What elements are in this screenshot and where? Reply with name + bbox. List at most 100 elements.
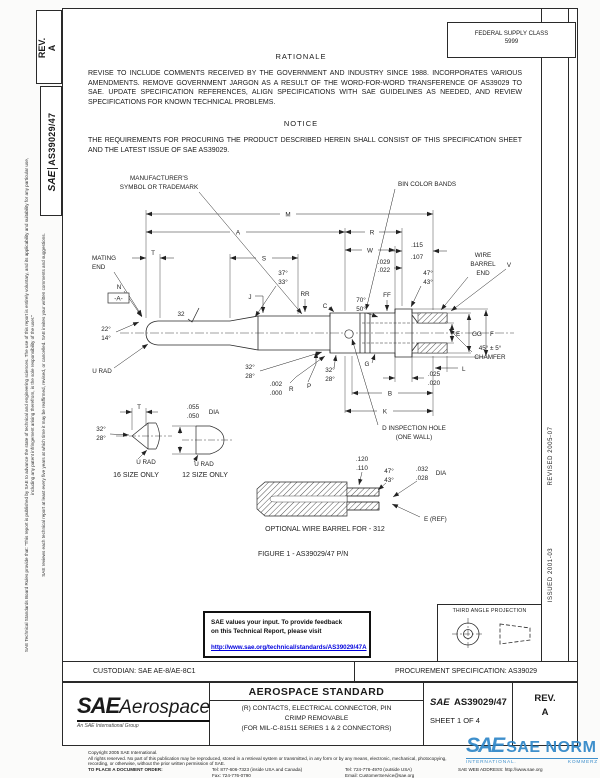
- dim-rad-r: R: [289, 386, 294, 393]
- rationale-title: RATIONALE: [62, 52, 540, 61]
- label-wire-2: BARREL: [470, 261, 496, 268]
- label-e-ref: E (REF): [424, 516, 447, 523]
- title-block-center-cell: AEROSPACE STANDARD (R) CONTACTS, ELECTRI…: [210, 682, 424, 746]
- ang-47-top: 47°: [423, 269, 433, 277]
- ang-28-16: 28°: [96, 434, 106, 442]
- title-block-logo-cell: SAEAerospace An SAE International Group: [62, 682, 210, 746]
- optional-wire-barrel: [257, 472, 420, 517]
- rev-tab-line1: REV.: [37, 11, 47, 85]
- aerospace-logo-text: Aerospace: [119, 697, 210, 718]
- rights-line2: recording, or otherwise, without the pri…: [88, 761, 225, 767]
- label-chamfer-2: CHAMFER: [474, 354, 506, 361]
- ang-37: 37°: [278, 269, 288, 277]
- right-band-line-inner: [541, 8, 542, 661]
- dim-rr: RR: [300, 291, 310, 298]
- label-mating-1: MATING: [92, 255, 116, 262]
- dim-a: A: [236, 230, 241, 237]
- label-bin-color-bands: BIN COLOR BANDS: [398, 181, 456, 188]
- notice-title: NOTICE: [62, 119, 540, 128]
- dim-029: .029: [378, 259, 391, 266]
- ang-28-taper: 28°: [245, 372, 255, 380]
- label-urad-16: U RAD: [136, 459, 156, 466]
- dim-b: B: [388, 391, 392, 398]
- dim-002: .002: [270, 381, 283, 388]
- ang-33: 33°: [278, 278, 288, 286]
- dim-w: W: [367, 248, 373, 255]
- feedback-box: SAE values your input. To provide feedba…: [203, 611, 371, 658]
- revised-date: REVISED 2005-07: [548, 396, 564, 516]
- dim-028: .028: [416, 475, 429, 482]
- dim-g: G: [365, 361, 370, 368]
- label-urad-main: U RAD: [92, 368, 112, 375]
- procurement-text: PROCUREMENT SPECIFICATION: AS39029: [395, 668, 537, 675]
- doc-title-line3: (FOR MIL-C-81511 SERIES 1 & 2 CONNECTORS…: [210, 725, 423, 732]
- dim-050: .050: [187, 413, 200, 420]
- feedback-url-link[interactable]: http://www.sae.org/technical/standards/A…: [211, 644, 367, 651]
- feedback-line1: SAE values your input. To provide feedba…: [211, 618, 365, 627]
- caption-16-size: 16 SIZE ONLY: [113, 472, 159, 479]
- web-address: SAE WEB ADDRESS: http://www.sae.org: [458, 767, 543, 773]
- sae-logo: SAE: [77, 693, 119, 718]
- detail-12-size: [172, 426, 234, 462]
- dim-c: C: [323, 303, 328, 310]
- dim-dia-opt: DIA: [436, 470, 447, 477]
- label-wire-3: END: [476, 270, 490, 277]
- dim-j: J: [248, 294, 251, 301]
- ang-50: 50°: [356, 305, 366, 313]
- ang-32-step: 32°: [325, 366, 335, 374]
- dim-055: .055: [187, 404, 200, 411]
- dim-120: .120: [356, 456, 369, 463]
- issued-date: ISSUED 2001-03: [548, 515, 564, 635]
- fsc-code: 5999: [448, 38, 575, 46]
- dim-025: .025: [428, 371, 441, 378]
- rev-tab-line2: A: [47, 11, 57, 85]
- logo-subtitle: An SAE International Group: [77, 723, 209, 729]
- rev-label: REV.: [513, 693, 577, 704]
- order-label: TO PLACE A DOCUMENT ORDER:: [88, 767, 163, 773]
- dim-115: .115: [411, 242, 423, 249]
- inspection-hole: [345, 330, 353, 338]
- rev-value: A: [513, 707, 577, 718]
- barrel-hatch-bottom: [418, 343, 447, 353]
- dim-v: V: [507, 262, 512, 269]
- dim-t-16: T: [137, 404, 141, 411]
- doc-number-brand: SAE: [430, 697, 450, 708]
- label-mfr-2: SYMBOL OR TRADEMARK: [120, 184, 199, 191]
- ang-70: 70°: [356, 296, 366, 304]
- custodian-cell: CUSTODIAN: SAE AE-8/AE-8C1: [62, 661, 355, 682]
- dim-r: R: [370, 230, 375, 237]
- margin-disclaimer-inner: SAE reviews each technical report at lea…: [41, 150, 63, 660]
- custodian-text: CUSTODIAN: SAE AE-8/AE-8C1: [93, 668, 196, 675]
- datum-a-label: -A-: [114, 296, 122, 303]
- ang-28-step: 28°: [325, 375, 335, 383]
- dim-032: .032: [416, 466, 429, 473]
- fsc-label: FEDERAL SUPPLY CLASS: [448, 30, 575, 38]
- label-chamfer-1: 45° ± 5°: [479, 344, 502, 352]
- detail-16-size: [110, 408, 172, 459]
- dim-020: .020: [428, 380, 441, 387]
- doc-number-value: AS39029/47: [454, 697, 507, 708]
- dim-p: P: [307, 383, 311, 390]
- email-address: Email: CustomerService@sae.org: [345, 773, 414, 778]
- dim-m: M: [285, 212, 290, 219]
- figure-1-drawing: MANUFACTURER'S SYMBOL OR TRADEMARK BIN C…: [62, 168, 540, 560]
- sae-norm-watermark: SAE SAE NORM INTERNATIONAL. KOMMERZ: [466, 734, 598, 765]
- watermark-name: SAE NORM: [506, 739, 596, 757]
- rev-tab: REV. A: [36, 10, 62, 84]
- doc-type-title: AEROSPACE STANDARD: [210, 683, 423, 701]
- barrel-hatch-top: [418, 313, 447, 323]
- ang-22: 22°: [101, 325, 111, 333]
- notice-body: THE REQUIREMENTS FOR PROCURING THE PRODU…: [88, 136, 522, 155]
- projection-symbol-icon: [438, 614, 541, 654]
- caption-optional-barrel: OPTIONAL WIRE BARREL FOR - 312: [265, 526, 385, 533]
- ang-14: 14°: [101, 334, 111, 342]
- figure-caption: FIGURE 1 - AS39029/47 P/N: [258, 551, 348, 558]
- dim-107: .107: [411, 254, 424, 261]
- dim-k: K: [383, 409, 388, 416]
- doc-title-line2: CRIMP REMOVABLE: [210, 715, 423, 722]
- label-inspect-1: D INSPECTION HOLE: [382, 425, 446, 432]
- finish-32: 32: [177, 311, 185, 318]
- label-inspect-2: (ONE WALL): [396, 434, 433, 441]
- dim-t: T: [151, 250, 155, 257]
- right-band-line-outer: [568, 8, 569, 661]
